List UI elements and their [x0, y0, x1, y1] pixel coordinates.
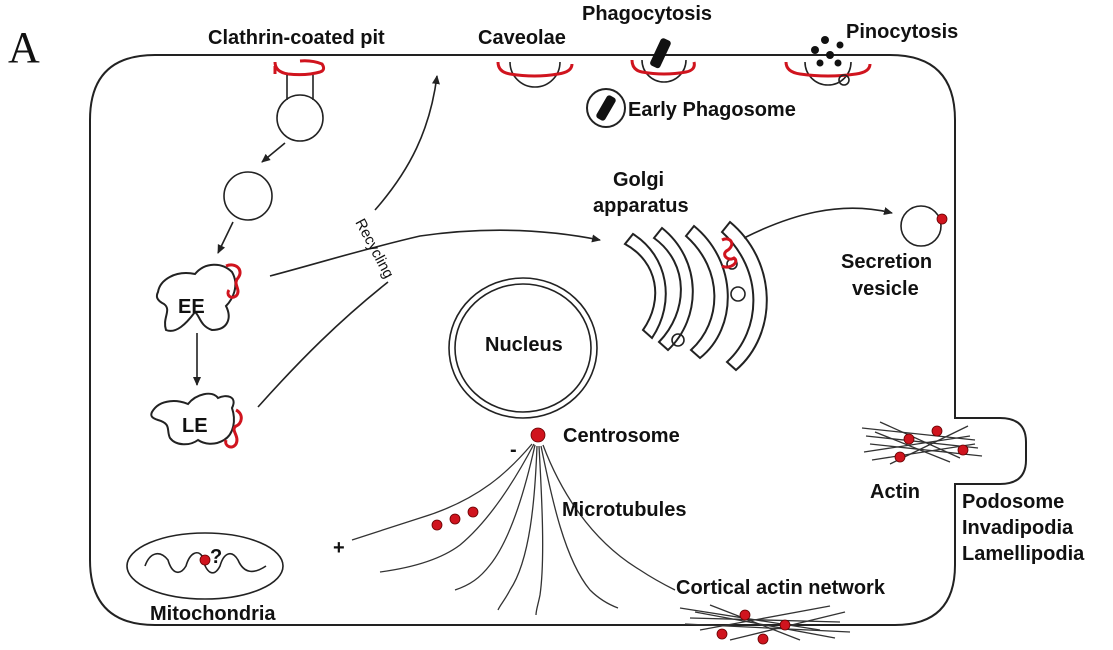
pinocytosis: [786, 36, 870, 85]
actin-label: Actin: [870, 481, 920, 503]
early-phagosome: [587, 89, 625, 127]
secretion-vesicle: [901, 206, 947, 246]
secretion-label-line2: vesicle: [852, 278, 919, 300]
golgi-apparatus: [625, 222, 767, 370]
mitochondria: [127, 533, 283, 599]
clathrin-coated-pit-label: Clathrin-coated pit: [208, 27, 385, 49]
arrow-le-recycling: [258, 282, 388, 407]
early-phagosome-label: Early Phagosome: [628, 99, 796, 121]
arrow-recycling-up: [375, 76, 437, 210]
microtubules-label: Microtubules: [562, 499, 686, 521]
golgi-label-line2: apparatus: [593, 195, 689, 217]
secretion-label-line1: Secretion: [841, 251, 932, 273]
mitochondria-question-mark: ?: [210, 546, 222, 568]
nucleus-label: Nucleus: [485, 334, 563, 356]
cortical-actin-label: Cortical actin network: [676, 577, 886, 599]
phagocytosis-label: Phagocytosis: [582, 3, 712, 25]
microtubules: [352, 444, 675, 615]
microtubule-marker-3: [468, 507, 478, 517]
minus-end-label: -: [510, 439, 517, 461]
panel-letter: A: [8, 23, 40, 72]
centrosome-label: Centrosome: [563, 425, 680, 447]
microtubule-marker-1: [432, 520, 442, 530]
arrow-golgi-to-secretion: [744, 208, 892, 238]
microtubule-marker-2: [450, 514, 460, 524]
arrow-vesicle-to-ee: [218, 222, 233, 253]
podosome-label: Podosome: [962, 491, 1064, 513]
arrow-pit-to-vesicle: [262, 143, 285, 162]
lamellipodia-label: Lamellipodia: [962, 543, 1085, 565]
plus-end-label: +: [333, 537, 345, 559]
clathrin-coated-pit: [275, 61, 324, 141]
mitochondria-label: Mitochondria: [150, 603, 276, 625]
caveolae: [498, 62, 572, 87]
le-label: LE: [182, 415, 208, 437]
pinocytosis-label: Pinocytosis: [846, 21, 958, 43]
invadipodia-label: Invadipodia: [962, 517, 1074, 539]
actin-bundle: [862, 422, 982, 464]
golgi-label-line1: Golgi: [613, 169, 664, 191]
recycling-label: Recycling: [351, 216, 397, 281]
ee-label: EE: [178, 296, 205, 318]
caveolae-label: Caveolae: [478, 27, 566, 49]
centrosome: [531, 428, 545, 442]
arrow-ee-to-golgi: [270, 230, 600, 276]
endocytic-vesicle: [224, 172, 272, 220]
phagocytosis: [632, 37, 694, 82]
